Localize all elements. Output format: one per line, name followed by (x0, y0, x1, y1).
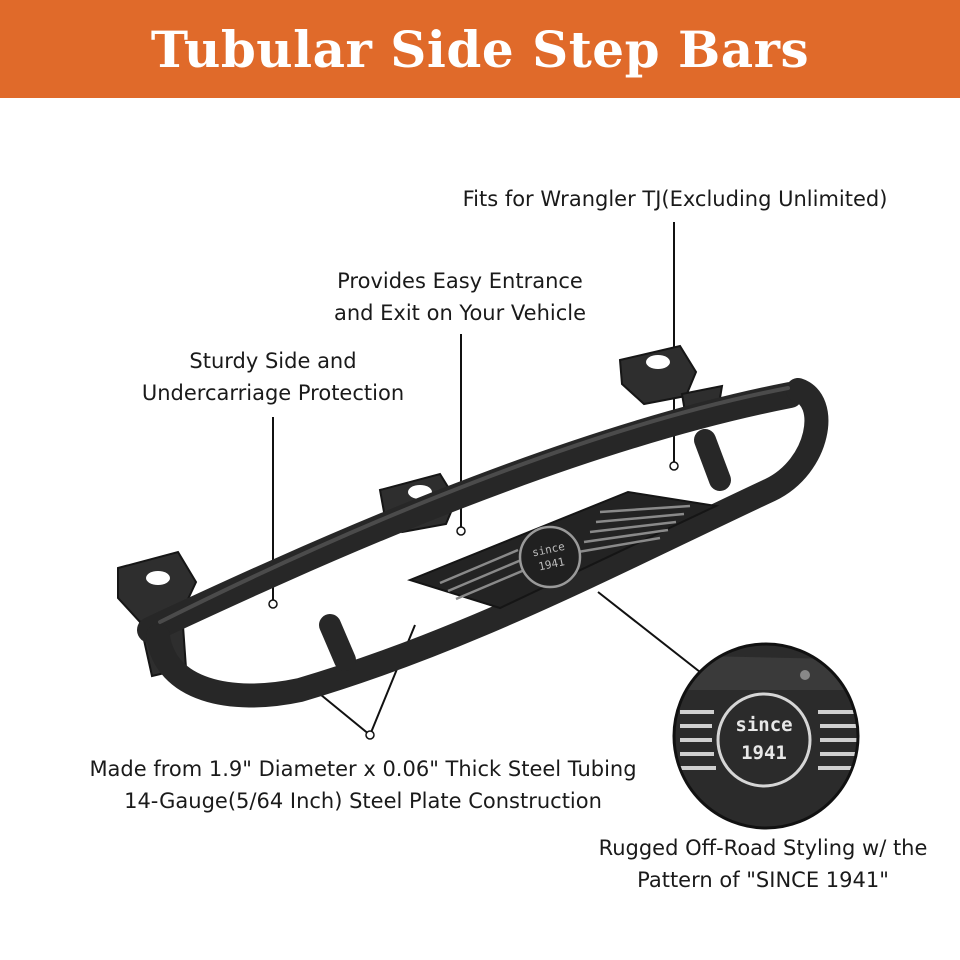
plate-emblem (518, 525, 582, 589)
title-banner: Tubular Side Step Bars (0, 0, 960, 98)
callout-protection-line2: Undercarriage Protection (141, 381, 405, 405)
callout-material: Made from 1.9" Diameter x 0.06" Thick St… (55, 753, 671, 817)
callout-styling-line1: Rugged Off-Road Styling w/ the (598, 836, 928, 860)
callout-fits: Fits for Wrangler TJ(Excluding Unlimited… (432, 183, 918, 215)
top-tube (137, 382, 803, 643)
zoom-emblem-line2: 1941 (741, 742, 787, 764)
callout-styling-line2: Pattern of "SINCE 1941" (637, 868, 889, 892)
zoom-slots (680, 710, 858, 770)
cross-tube-1 (319, 614, 356, 671)
step-plate: since 1941 (407, 490, 720, 610)
tube-highlights (158, 386, 790, 624)
callout-material-line2: 14-Gauge(5/64 Inch) Steel Plate Construc… (124, 789, 602, 813)
zoom-tube (674, 655, 858, 690)
callout-protection: Sturdy Side and Undercarriage Protection (112, 345, 434, 409)
zoom-emblem (716, 692, 812, 788)
zoom-detail: since 1941 (672, 642, 860, 830)
page-title: Tubular Side Step Bars (150, 19, 810, 79)
callout-entrance-line2: and Exit on Your Vehicle (333, 301, 587, 325)
cross-tube-2 (694, 429, 731, 491)
leader-styling (597, 591, 701, 673)
callout-styling: Rugged Off-Road Styling w/ the Pattern o… (568, 832, 958, 896)
plate-emblem-line2: 1941 (537, 555, 566, 573)
zoom-emblem-line1: since (735, 714, 792, 736)
leader-dots (268, 461, 679, 740)
zoom-border (672, 642, 860, 830)
callout-entrance: Provides Easy Entrance and Exit on Your … (300, 265, 620, 329)
plate-slots (439, 504, 691, 601)
tube-frame (137, 378, 829, 708)
callout-entrance-line1: Provides Easy Entrance (337, 269, 583, 293)
callout-protection-line1: Sturdy Side and (189, 349, 357, 373)
callout-fits-line1: Fits for Wrangler TJ(Excluding Unlimited… (462, 187, 888, 211)
callout-material-line1: Made from 1.9" Diameter x 0.06" Thick St… (89, 757, 637, 781)
bottom-loop-tube (146, 378, 829, 708)
